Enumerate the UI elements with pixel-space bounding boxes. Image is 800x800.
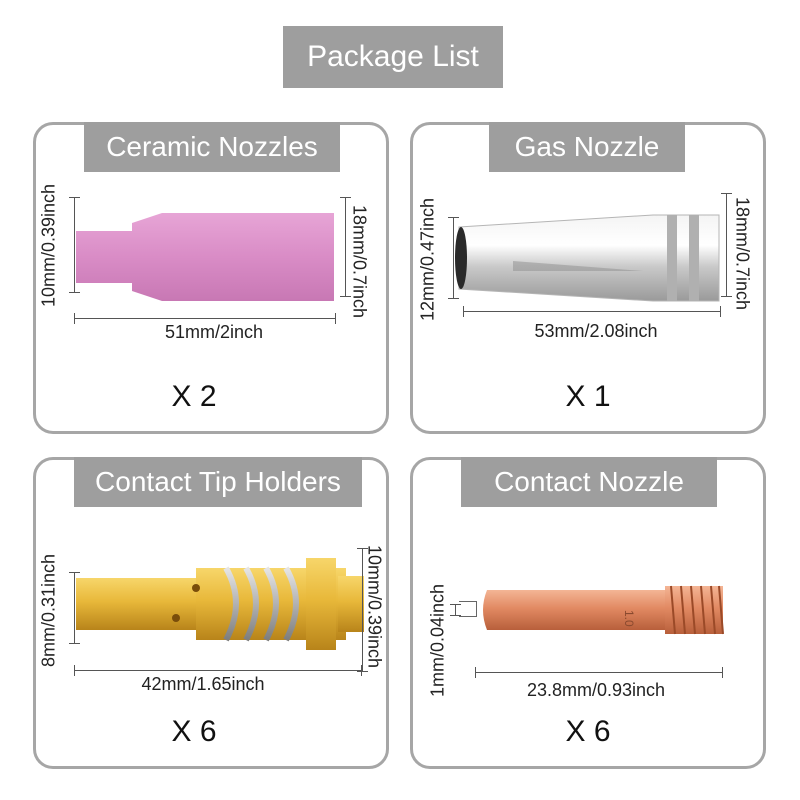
right-dimension-label: 10mm/0.39inch [364,544,385,669]
card-ceramic-nozzles: Ceramic Nozzles 10mm/0.39inch 18mm/0.7in… [33,122,389,434]
length-dimension-line [74,313,336,324]
right-dimension-label: 18mm/0.7inch [349,204,370,319]
card-title: Ceramic Nozzles [84,122,340,172]
tip-marking: 1.0 [622,610,636,627]
length-dimension-line [475,667,723,678]
length-dimension-label: 42mm/1.65inch [141,674,265,694]
length-dimension-line [74,665,362,676]
card-contact-nozzle: Contact Nozzle 1.0 1mm/0.04inch 23.8mm/0… [410,457,766,769]
right-dimension-line [721,193,732,297]
left-dimension-line [448,217,459,299]
page-title: Package List [283,26,503,88]
card-title: Gas Nozzle [489,122,685,172]
contact-tip-holder-image [76,558,364,650]
card-title: Contact Tip Holders [74,457,362,507]
quantity-label: X 6 [171,715,217,748]
length-dimension-label: 53mm/2.08inch [534,321,658,341]
card-gas-nozzle: Gas Nozzle 12mm/0.47inch 18mm/0.7inch 53… [410,122,766,434]
left-dimension-line [69,197,80,293]
left-dimension-line [450,604,461,616]
card-contact-tip-holders: Contact Tip Holders 8mm/0.31inch 10mm/0.… [33,457,389,769]
card-title: Contact Nozzle [461,457,717,507]
length-dimension-label: 23.8mm/0.93inch [526,680,666,700]
gas-nozzle-image [455,214,720,302]
wire-hole-indicator [459,601,477,617]
length-dimension-label: 51mm/2inch [164,322,264,342]
left-dimension-line [69,572,80,644]
right-dimension-line [357,548,368,672]
length-dimension-line [463,306,721,317]
quantity-label: X 1 [565,380,611,413]
left-dimension-label: 8mm/0.31inch [38,553,59,668]
left-dimension-label: 1mm/0.04inch [427,583,448,698]
quantity-label: X 2 [171,380,217,413]
right-dimension-line [340,197,351,297]
left-dimension-label: 10mm/0.39inch [38,183,59,308]
ceramic-nozzle-image [76,213,334,301]
right-dimension-label: 18mm/0.7inch [732,196,753,311]
contact-nozzle-image: 1.0 [483,585,724,635]
quantity-label: X 6 [565,715,611,748]
left-dimension-label: 12mm/0.47inch [417,197,438,322]
